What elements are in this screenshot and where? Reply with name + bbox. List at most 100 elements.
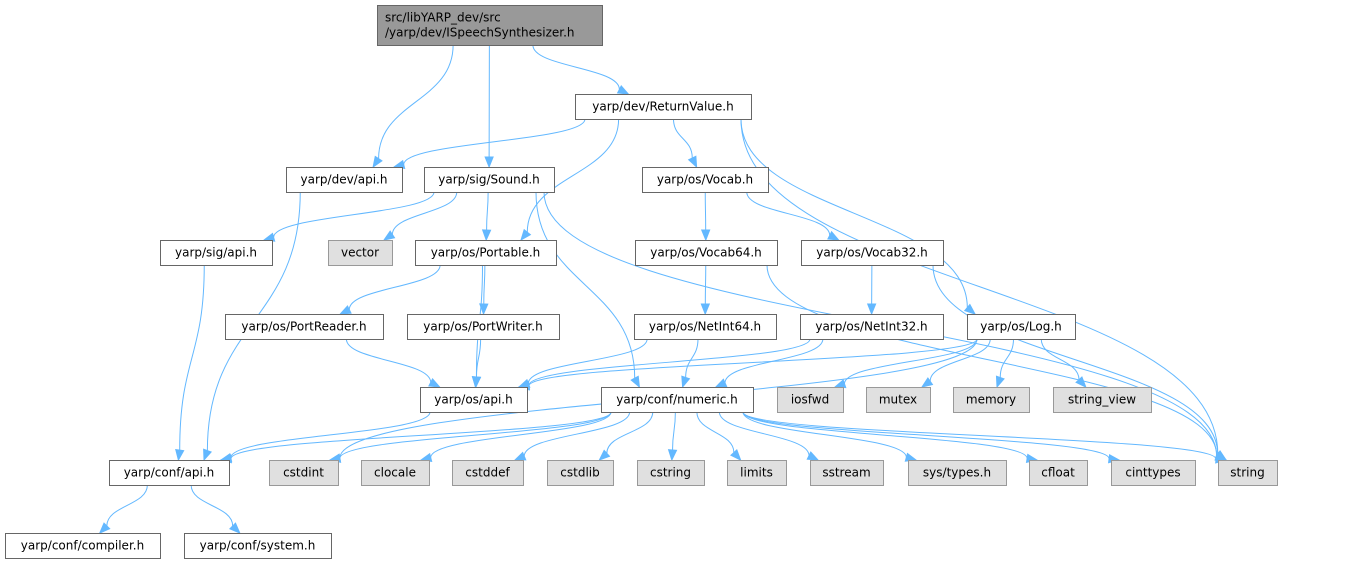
arrowhead-log-to-mutex (920, 377, 934, 388)
node-sound[interactable]: yarp/sig/Sound.h (424, 167, 555, 193)
node-root[interactable]: src/libYARP_dev/src/yarp/dev/ISpeechSynt… (377, 5, 603, 46)
edge-numeric-to-systypes (742, 411, 907, 458)
node-netint64[interactable]: yarp/os/NetInt64.h (634, 314, 777, 340)
node-portreader[interactable]: yarp/os/PortReader.h (225, 314, 384, 340)
node-label-string_view: string_view (1068, 393, 1136, 407)
node-label-iosfwd: iosfwd (791, 393, 829, 407)
node-cstring: cstring (637, 460, 705, 486)
arrowhead-sound-to-portable (481, 229, 492, 242)
edge-numeric-to-string (742, 411, 1217, 460)
node-netint32[interactable]: yarp/os/NetInt32.h (800, 314, 944, 340)
node-vocab64[interactable]: yarp/os/Vocab64.h (635, 240, 778, 266)
arrowhead-log-to-memory (995, 375, 1005, 389)
node-returnvalue[interactable]: yarp/dev/ReturnValue.h (575, 94, 752, 120)
edge-log-to-osapi (528, 338, 978, 387)
node-cinttypes: cinttypes (1111, 460, 1196, 486)
arrowhead-portreader-to-osapi (428, 377, 441, 388)
edge-returnvalue-to-devapi (403, 118, 586, 165)
arrowhead-numeric-to-limits (730, 449, 742, 461)
edge-vocab-to-vocab32 (746, 191, 831, 236)
node-box-vocab (642, 167, 769, 193)
node-confapi[interactable]: yarp/conf/api.h (109, 460, 230, 486)
node-box-confapi (109, 460, 230, 486)
edge-confapi-to-compiler (106, 484, 148, 526)
node-log[interactable]: yarp/os/Log.h (967, 314, 1076, 340)
node-box-systypes (908, 460, 1007, 486)
node-box-cstddef (452, 460, 524, 486)
node-string: string (1218, 460, 1278, 486)
edge-netint64-to-numeric (685, 338, 699, 378)
node-box-cstdlib (547, 460, 614, 486)
node-portable[interactable]: yarp/os/Portable.h (415, 240, 557, 266)
edge-sound-to-numeric (535, 191, 636, 379)
node-sigapi[interactable]: yarp/sig/api.h (160, 240, 273, 266)
node-label-osapi: yarp/os/api.h (434, 393, 512, 407)
node-vocab32[interactable]: yarp/os/Vocab32.h (801, 240, 944, 266)
node-box-portable (415, 240, 557, 266)
node-label-compiler: yarp/conf/compiler.h (21, 539, 144, 553)
edge-sound-to-portable (486, 191, 489, 231)
node-label-root: /yarp/dev/ISpeechSynthesizer.h (385, 26, 575, 40)
node-box-clocale (361, 460, 430, 486)
node-box-vocab64 (635, 240, 778, 266)
arrowhead-confapi-to-compiler (98, 522, 111, 534)
arrowhead-sound-to-vector (382, 230, 396, 241)
node-label-mutex: mutex (879, 393, 917, 407)
node-box-root (377, 5, 603, 46)
node-label-portable: yarp/os/Portable.h (431, 246, 541, 260)
node-box-netint32 (800, 314, 944, 340)
arrowhead-root-to-sound (484, 156, 494, 169)
node-system[interactable]: yarp/conf/system.h (184, 533, 332, 559)
node-label-sstream: sstream (822, 466, 870, 480)
node-vocab[interactable]: yarp/os/Vocab.h (642, 167, 769, 193)
edge-log-to-string_view (1040, 338, 1080, 380)
node-devapi[interactable]: yarp/dev/api.h (286, 167, 403, 193)
node-box-limits (727, 460, 787, 486)
arrowhead-sigapi-to-confapi (175, 448, 185, 462)
edge-confapi-to-system (190, 484, 234, 527)
node-memory: memory (953, 387, 1030, 413)
node-osapi[interactable]: yarp/os/api.h (420, 387, 528, 413)
arrowhead-portwriter-to-osapi (471, 376, 482, 389)
arrowhead-numeric-to-cstdlib (598, 449, 611, 461)
node-box-returnvalue (575, 94, 752, 120)
node-numeric[interactable]: yarp/conf/numeric.h (601, 387, 754, 413)
arrowhead-root-to-devapi (372, 155, 383, 169)
node-box-numeric (601, 387, 754, 413)
edge-portable-to-portreader (348, 264, 441, 310)
arrowhead-returnvalue-to-vocab (687, 155, 698, 169)
arrowhead-confapi-to-system (228, 522, 241, 534)
node-label-system: yarp/conf/system.h (200, 539, 316, 553)
edge-returnvalue-to-vocab (673, 118, 693, 158)
nodes-layer: src/libYARP_dev/src/yarp/dev/ISpeechSynt… (5, 5, 1278, 559)
edge-log-to-mutex (929, 338, 991, 382)
node-portwriter[interactable]: yarp/os/PortWriter.h (407, 314, 560, 340)
arrowhead-sound-to-numeric (630, 375, 641, 389)
arrowhead-numeric-to-cstring (667, 449, 678, 462)
edge-numeric-to-cfloat (742, 411, 1028, 459)
arrowhead-log-to-iosfwd (833, 379, 847, 389)
edge-vocab32-to-string (932, 264, 1219, 455)
arrowhead-netint64-to-numeric (681, 375, 691, 389)
node-compiler[interactable]: yarp/conf/compiler.h (5, 533, 161, 559)
edge-numeric-to-cstring (672, 411, 676, 451)
node-box-string (1218, 460, 1278, 486)
edge-vocab64-to-string (766, 264, 1218, 457)
node-label-vocab64: yarp/os/Vocab64.h (650, 246, 762, 260)
edge-portwriter-to-osapi (475, 338, 482, 378)
node-box-system (184, 533, 332, 559)
edge-log-to-memory (999, 338, 1014, 378)
node-label-string: string (1230, 466, 1264, 480)
edge-returnvalue-to-log (740, 118, 968, 308)
node-label-vocab32: yarp/os/Vocab32.h (816, 246, 928, 260)
node-label-memory: memory (966, 393, 1016, 407)
arrowhead-numeric-to-sstream (806, 451, 820, 461)
arrowhead-vocab64-to-netint64 (700, 303, 711, 316)
node-limits: limits (727, 460, 787, 486)
node-cfloat: cfloat (1029, 460, 1088, 486)
node-box-cfloat (1029, 460, 1088, 486)
node-vector: vector (328, 240, 393, 266)
edge-sound-to-vector (391, 191, 458, 235)
arrowhead-netint32-to-numeric (714, 378, 728, 388)
